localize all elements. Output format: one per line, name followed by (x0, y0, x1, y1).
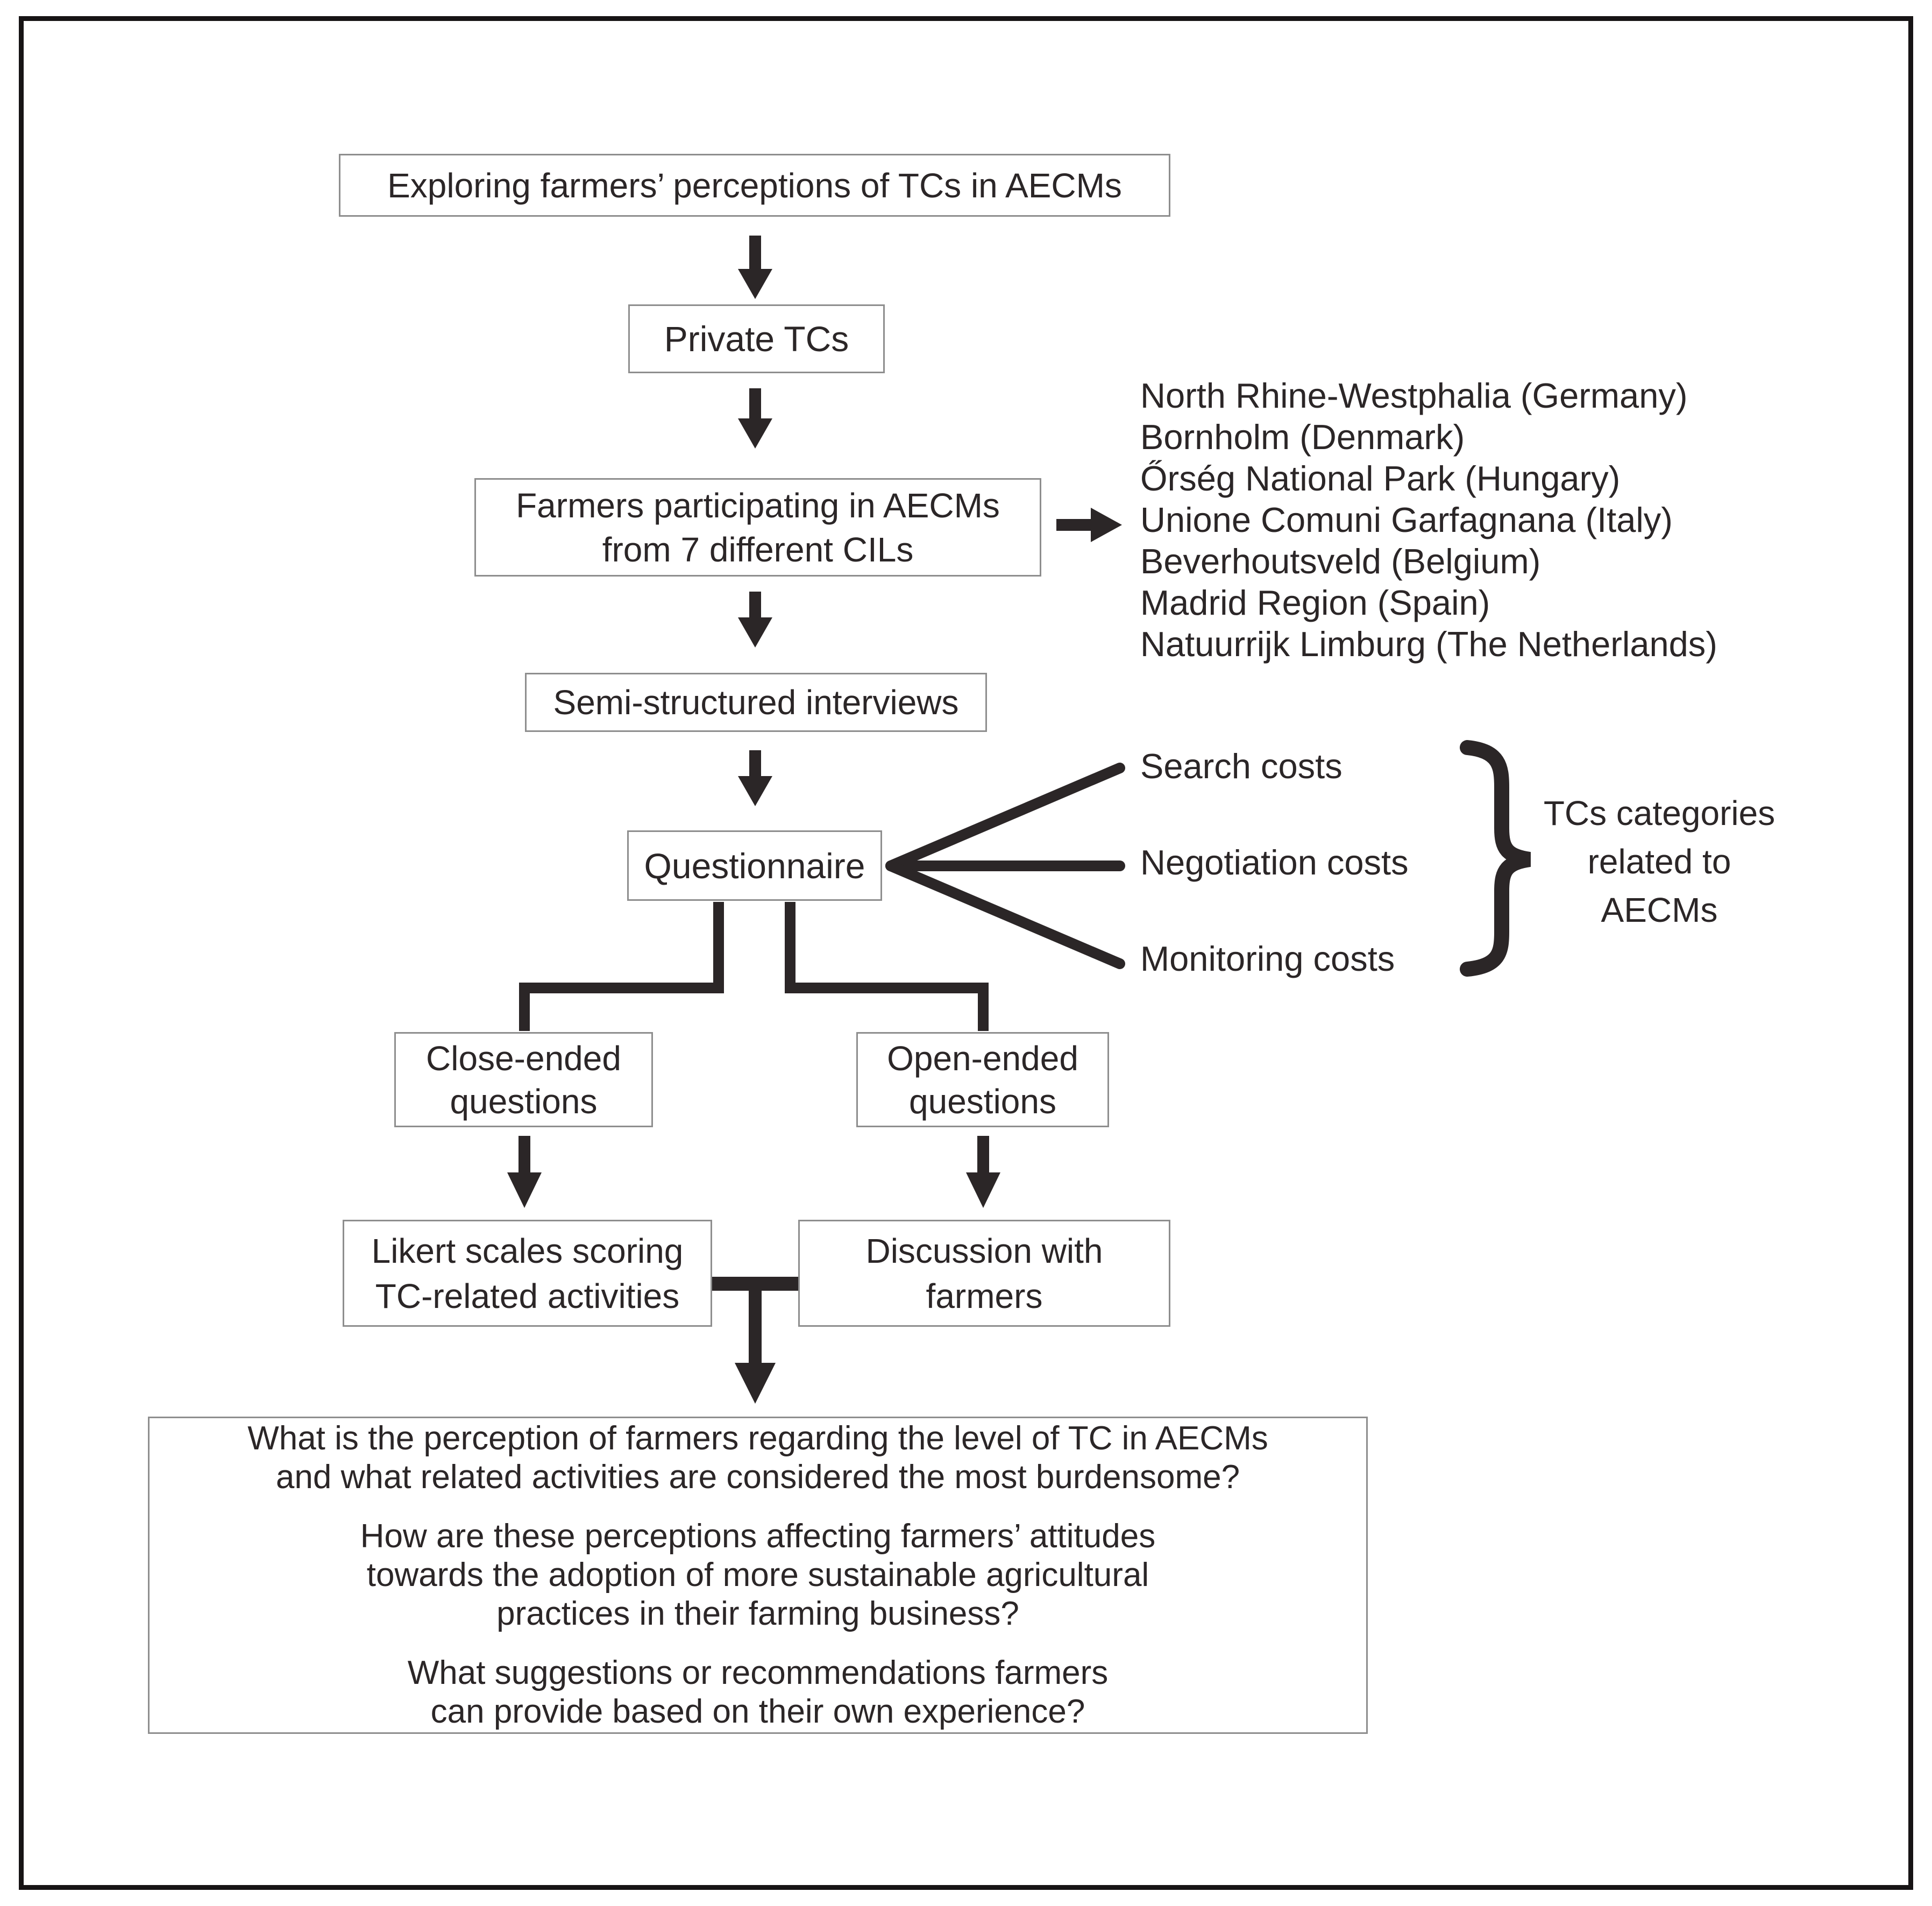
node-farmers-aecms: Farmers participating in AECMs from 7 di… (474, 478, 1041, 577)
research-question-line: What suggestions or recommendations farm… (407, 1654, 1109, 1691)
research-question-line: towards the adoption of more sustainable… (366, 1556, 1149, 1594)
research-question-line: What is the perception of farmers regard… (247, 1420, 1268, 1457)
brace-annotation-line: TCs categories (1543, 794, 1775, 833)
node-exploring-perceptions: Exploring farmers’ perceptions of TCs in… (339, 154, 1170, 217)
node-label-line: farmers (926, 1276, 1043, 1315)
research-question-line: can provide based on their own experienc… (430, 1693, 1085, 1730)
node-close-ended-questions: Close-ended questions (394, 1032, 653, 1127)
brace-annotation-line: related to (1587, 842, 1731, 881)
node-open-ended-questions: Open-ended questions (856, 1032, 1109, 1127)
cost-label-search: Search costs (1140, 746, 1343, 786)
research-question-line: practices in their farming business? (496, 1595, 1019, 1632)
node-label-line: Open-ended (887, 1039, 1078, 1078)
cost-label-monitoring: Monitoring costs (1140, 939, 1395, 978)
research-question-2: How are these perceptions affecting farm… (360, 1517, 1155, 1633)
cil-item: Natuurrijk Limburg (The Netherlands) (1140, 624, 1717, 664)
node-private-tcs: Private TCs (628, 304, 885, 373)
cil-item: Madrid Region (Spain) (1140, 583, 1490, 622)
cil-item: Unione Comuni Garfagnana (Italy) (1140, 500, 1673, 539)
cost-label-negotiation: Negotiation costs (1140, 843, 1409, 882)
node-label-line: from 7 different CILs (602, 530, 914, 569)
cil-region-list: North Rhine-Westphalia (Germany) Bornhol… (1140, 375, 1717, 665)
node-label: Questionnaire (644, 845, 865, 886)
node-questionnaire: Questionnaire (627, 830, 882, 901)
node-semi-structured-interviews: Semi-structured interviews (525, 673, 987, 732)
node-label-line: questions (450, 1082, 598, 1121)
research-question-line: and what related activities are consider… (275, 1459, 1240, 1496)
node-label-line: questions (909, 1082, 1056, 1121)
node-label-line: Close-ended (426, 1039, 621, 1078)
cil-item: Őrség National Park (Hungary) (1140, 459, 1621, 498)
research-question-1: What is the perception of farmers regard… (247, 1419, 1268, 1497)
node-discussion-farmers: Discussion with farmers (798, 1220, 1170, 1327)
figure-border (19, 16, 1913, 1890)
cil-item: North Rhine-Westphalia (Germany) (1140, 376, 1688, 415)
node-label-line: Likert scales scoring (371, 1231, 684, 1270)
brace-annotation-line: AECMs (1601, 891, 1718, 929)
research-question-line: How are these perceptions affecting farm… (360, 1518, 1156, 1555)
brace-annotation: TCs categories related to AECMs (1533, 789, 1786, 934)
cil-item: Beverhoutsveld (Belgium) (1140, 542, 1541, 581)
node-likert-scales: Likert scales scoring TC-related activit… (343, 1220, 712, 1327)
node-label: Exploring farmers’ perceptions of TCs in… (387, 166, 1122, 205)
research-questions-box: What is the perception of farmers regard… (148, 1417, 1368, 1734)
node-label-line: Discussion with (865, 1231, 1103, 1270)
node-label: Private TCs (664, 319, 849, 359)
node-label: Semi-structured interviews (553, 683, 959, 722)
node-label-line: Farmers participating in AECMs (516, 486, 1000, 525)
research-question-3: What suggestions or recommendations farm… (408, 1654, 1109, 1731)
node-label-line: TC-related activities (375, 1276, 680, 1315)
cil-item: Bornholm (Denmark) (1140, 417, 1465, 457)
